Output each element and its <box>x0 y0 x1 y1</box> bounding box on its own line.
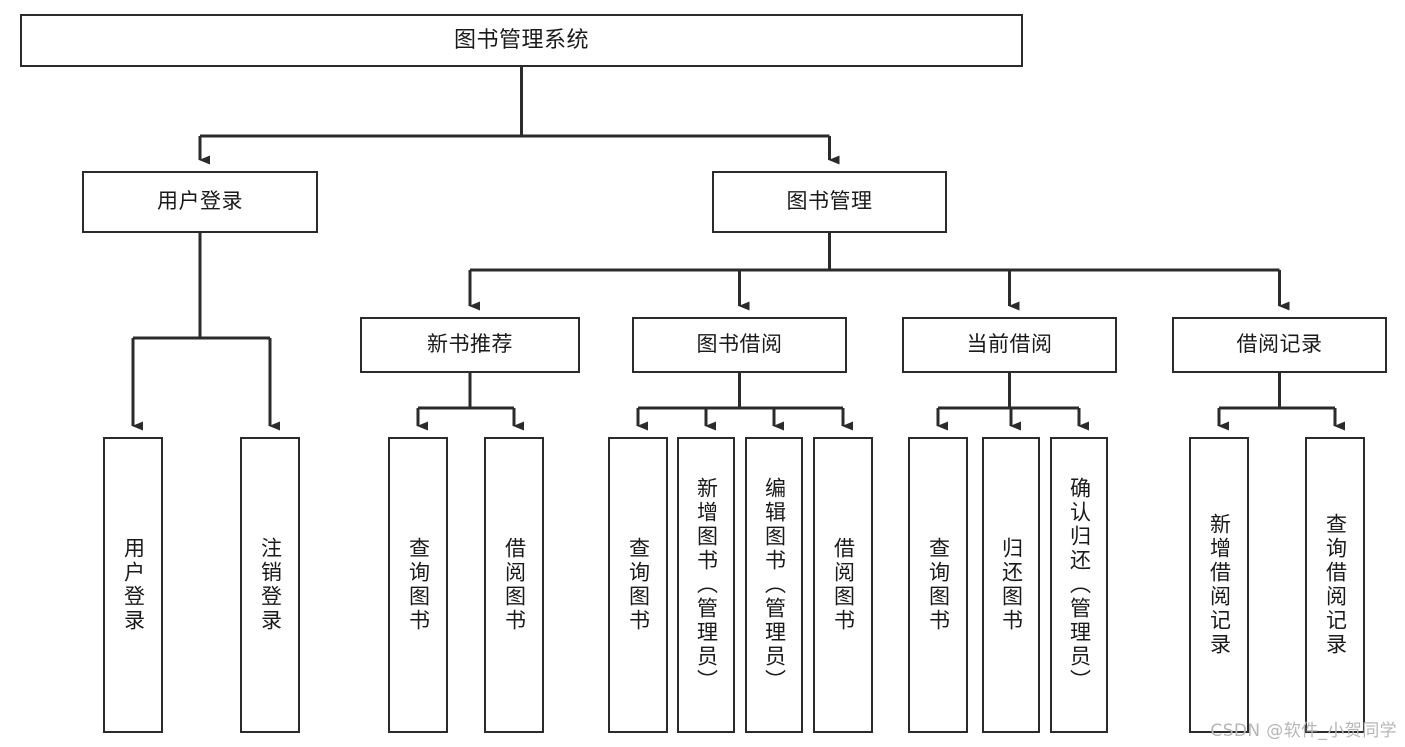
node-label: 注销登录 <box>258 537 283 633</box>
node-label: 借阅记录 <box>1236 332 1323 357</box>
node-leaf-edit-book-admin[interactable]: 编辑图书（管理员） <box>745 437 803 733</box>
node-label: 借阅图书 <box>831 537 856 633</box>
node-label: 归还图书 <box>999 537 1024 633</box>
node-label: 编辑图书（管理员） <box>762 477 787 693</box>
node-label: 新增图书（管理员） <box>694 477 719 693</box>
node-leaf-query-book-3[interactable]: 查询图书 <box>908 437 968 733</box>
node-leaf-add-borrow-record[interactable]: 新增借阅记录 <box>1189 437 1249 733</box>
node-label: 借阅图书 <box>502 537 527 633</box>
node-label: 新书推荐 <box>427 332 513 357</box>
node-new-book-recommend[interactable]: 新书推荐 <box>360 317 580 373</box>
node-user-login[interactable]: 用户登录 <box>82 171 318 233</box>
node-root[interactable]: 图书管理系统 <box>20 14 1023 67</box>
node-book-borrow[interactable]: 图书借阅 <box>632 317 847 373</box>
node-label: 新增借阅记录 <box>1207 513 1232 657</box>
node-leaf-borrow-book-1[interactable]: 借阅图书 <box>484 437 544 733</box>
node-label: 图书借阅 <box>696 332 783 357</box>
node-label: 查询图书 <box>926 537 951 633</box>
node-label: 查询借阅记录 <box>1323 513 1348 657</box>
node-current-borrow[interactable]: 当前借阅 <box>902 317 1117 373</box>
node-leaf-query-book-1[interactable]: 查询图书 <box>388 437 448 733</box>
node-leaf-add-book-admin[interactable]: 新增图书（管理员） <box>677 437 735 733</box>
node-label: 查询图书 <box>406 537 431 633</box>
node-leaf-borrow-book-2[interactable]: 借阅图书 <box>813 437 873 733</box>
node-label: 确认归还（管理员） <box>1067 477 1092 693</box>
node-leaf-return-book[interactable]: 归还图书 <box>982 437 1040 733</box>
node-leaf-query-borrow-record[interactable]: 查询借阅记录 <box>1305 437 1365 733</box>
node-label: 用户登录 <box>121 537 146 633</box>
node-borrow-record[interactable]: 借阅记录 <box>1172 317 1387 373</box>
node-label: 图书管理 <box>786 189 873 214</box>
csdn-watermark: CSDN @软件_小贺同学 <box>1210 721 1397 741</box>
node-leaf-user-login[interactable]: 用户登录 <box>103 437 163 733</box>
node-label: 图书管理系统 <box>453 27 589 53</box>
node-label: 查询图书 <box>626 537 651 633</box>
node-leaf-user-logout[interactable]: 注销登录 <box>240 437 300 733</box>
node-book-manage[interactable]: 图书管理 <box>712 171 947 233</box>
node-label: 用户登录 <box>157 189 243 214</box>
node-leaf-confirm-return-admin[interactable]: 确认归还（管理员） <box>1050 437 1108 733</box>
node-leaf-query-book-2[interactable]: 查询图书 <box>608 437 668 733</box>
node-label: 当前借阅 <box>966 332 1053 357</box>
